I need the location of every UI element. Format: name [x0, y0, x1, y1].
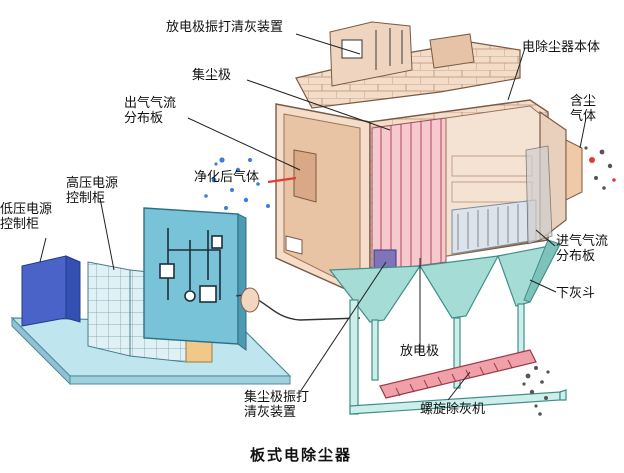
label-collector: 集尘极 — [192, 68, 232, 83]
power-cable — [235, 287, 361, 321]
label-outlet-distribution-line2: 分布板 — [124, 111, 164, 126]
label-hv-control: 高压电源 控制柜 — [66, 176, 136, 206]
label-discharge-rapper: 放电极振打清灰装置 — [166, 20, 284, 35]
label-hv-control-line1: 高压电源 — [66, 176, 119, 191]
label-screw-conveyor: 螺旋除灰机 — [420, 402, 486, 417]
label-inlet-distribution-line2: 分布板 — [556, 249, 596, 264]
label-dusty-gas: 含尘 气体 — [570, 94, 610, 124]
label-discharge-electrode: 放电极 — [400, 344, 440, 359]
label-collector-rapper-line1: 集尘极振打 — [244, 390, 310, 405]
label-inlet-distribution: 进气气流 分布板 — [556, 234, 622, 264]
label-dusty-gas-line1: 含尘 — [570, 94, 597, 109]
label-outlet-distribution-line1: 出气气流 — [124, 96, 177, 111]
label-lv-control: 低压电源 控制柜 — [0, 202, 70, 232]
label-inlet-distribution-line1: 进气气流 — [556, 234, 609, 249]
clean-gas-arrow — [267, 176, 297, 184]
hoppers — [328, 239, 562, 323]
clean-gas-outflow — [204, 157, 270, 210]
dusty-gas-inflow — [584, 146, 616, 190]
label-outlet-distribution: 出气气流 分布板 — [124, 96, 194, 126]
top-rapper-housing — [295, 21, 521, 109]
figure-caption: 板式电除尘器 — [250, 446, 353, 464]
label-collector-rapper: 集尘极振打 清灰装置 — [244, 390, 334, 420]
lv-control-cabinet — [21, 255, 81, 327]
label-hopper: 下灰斗 — [556, 286, 596, 301]
label-body: 电除尘器本体 — [522, 40, 601, 55]
label-lv-control-line2: 控制柜 — [0, 217, 40, 232]
label-lv-control-line1: 低压电源 — [0, 202, 53, 217]
control-panel — [143, 207, 247, 351]
label-collector-rapper-line2: 清灰装置 — [244, 405, 297, 420]
dust-discharge — [522, 366, 550, 416]
precipitator-body — [369, 99, 549, 273]
support-frame — [349, 299, 567, 415]
leader-lines — [39, 33, 587, 401]
label-dusty-gas-line2: 气体 — [570, 109, 597, 124]
label-clean-gas: 净化后气体 — [194, 170, 260, 185]
label-hv-control-line2: 控制柜 — [66, 191, 106, 206]
inlet-hood — [525, 110, 583, 245]
